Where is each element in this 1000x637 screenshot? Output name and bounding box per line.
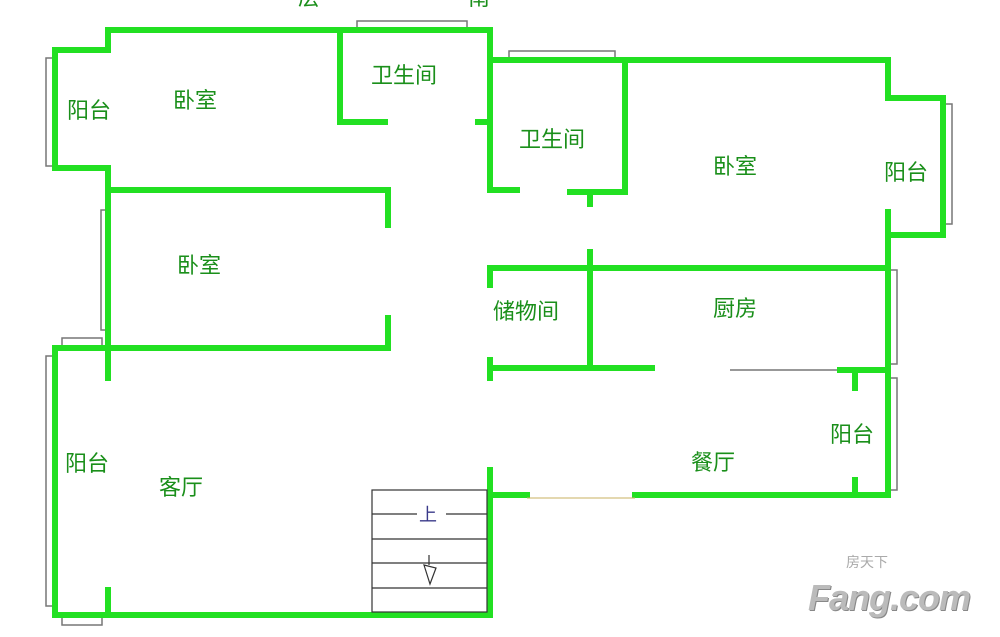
room-label-bedroom-w: 卧室 (177, 254, 222, 279)
room-label-storage: 储物间 (493, 300, 560, 325)
watermark-logo: Fang.com (808, 577, 971, 618)
walls (52, 27, 946, 618)
top-label-south: 南 (468, 0, 490, 12)
room-label-balcony-nw: 阳台 (67, 99, 112, 124)
room-label-bedroom-ne: 卧室 (713, 155, 758, 180)
room-label-bedroom-nw: 卧室 (173, 89, 218, 114)
room-label-balcony-se: 阳台 (830, 423, 875, 448)
stairs-up-label: 上 (419, 505, 437, 526)
top-label-floor: 层 (298, 0, 320, 12)
watermark-sub: 房天下 (846, 555, 888, 571)
room-label-bathroom-2: 卫生间 (519, 128, 586, 153)
room-label-balcony-ne: 阳台 (884, 161, 929, 186)
room-label-living-room: 客厅 (159, 476, 204, 501)
room-label-balcony-sw: 阳台 (65, 452, 110, 477)
room-label-dining-room: 餐厅 (691, 451, 736, 476)
room-label-kitchen: 厨房 (713, 297, 758, 322)
stair-arrow-icon (423, 555, 437, 586)
room-label-bathroom-1: 卫生间 (371, 64, 438, 89)
staircase (371, 489, 488, 613)
